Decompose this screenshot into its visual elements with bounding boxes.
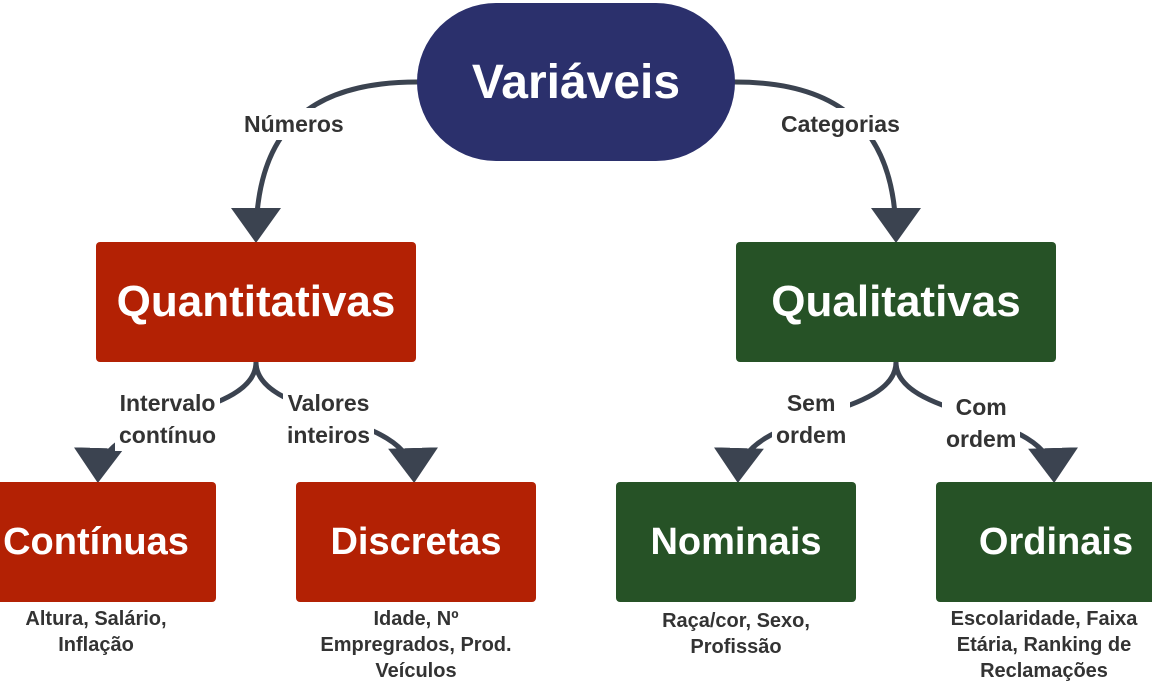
edge-label-sem-ordem: Sem ordem: [772, 387, 851, 451]
edge-label-numeros: Números: [240, 108, 348, 140]
node-quantitativas: Quantitativas: [96, 242, 416, 362]
edge-label-com-ordem: Com ordem: [942, 391, 1021, 455]
examples-discretas: Idade, Nº Empregrados, Prod. Veículos: [320, 608, 512, 682]
edge-label-valores-inteiros: Valores inteiros: [283, 387, 375, 451]
node-continuas: Contínuas: [0, 482, 216, 602]
node-qualitativas: Qualitativas: [736, 242, 1056, 362]
node-ordinais: Ordinais: [936, 482, 1152, 602]
edge-label-intervalo-continuo: Intervalo contínuo: [115, 387, 221, 451]
node-nominais: Nominais: [616, 482, 856, 602]
edge-root-quantitativas: [231, 79, 420, 243]
examples-nominais: Raça/cor, Sexo, Profissão: [662, 610, 810, 658]
edge-label-categorias: Categorias: [777, 108, 904, 140]
examples-ordinais: Escolaridade, Faixa Etária, Ranking de R…: [950, 608, 1138, 682]
examples-continuas: Altura, Salário, Inflação: [25, 608, 167, 656]
node-variaveis: Variáveis: [417, 3, 735, 161]
edge-root-qualitativas: [732, 79, 921, 243]
node-discretas: Discretas: [296, 482, 536, 602]
